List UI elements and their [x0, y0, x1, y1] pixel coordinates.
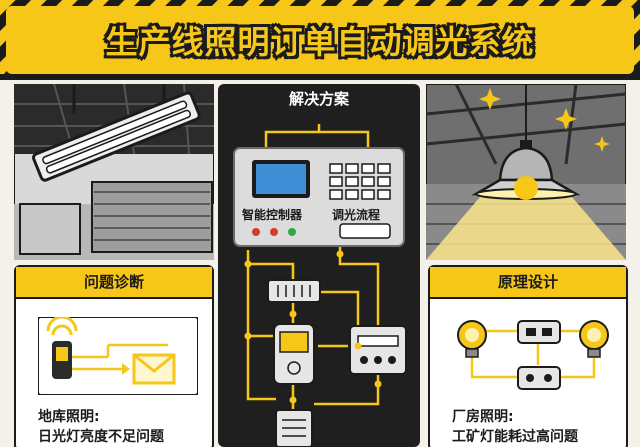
solution-heading: 解决方案 — [288, 90, 349, 108]
solution-flow-diagram — [233, 124, 407, 447]
high-bay-lamp-icon — [498, 146, 554, 182]
page-title-wrap: 生产线照明订单自动调光系统 — [0, 0, 640, 80]
dimmer-panel-icon — [349, 325, 407, 375]
wifi-icon — [46, 317, 78, 332]
factory-lamp-illustration — [426, 84, 626, 260]
solution-panel: 解决方案 — [218, 84, 420, 447]
relay-module-icon — [517, 366, 561, 390]
left-caption-line1: 地库照明: — [38, 409, 100, 425]
switch-module-icon — [517, 320, 561, 344]
red-indicator-icon — [252, 228, 260, 236]
light-beam — [426, 190, 626, 260]
title-bar: 生产线照明订单自动调光系统 — [0, 0, 640, 80]
principle-design-heading: 原理设计 — [430, 267, 626, 299]
controller-label: 智能控制器 — [242, 208, 303, 222]
left-caption-line2: 日光灯亮度不足问题 — [38, 429, 164, 445]
right-caption-line1: 厂房照明: — [452, 409, 514, 425]
problem-diagnosis-card: 问题诊断 地库照明: 日光灯亮度不足问题 — [14, 265, 214, 447]
problem-diagnosis-heading: 问题诊断 — [16, 267, 212, 299]
page-title: 生产线照明订单自动调光系统 — [103, 21, 536, 64]
sensor-diagram — [38, 317, 198, 395]
right-caption-line2: 工矿灯能耗过高问题 — [452, 429, 578, 445]
garage-lamp-illustration — [14, 84, 214, 260]
sparkle-icon — [479, 88, 610, 152]
principle-design-card: 原理设计 厂房照明: 工矿灯能耗过高问题 — [428, 265, 628, 447]
hazard-stripes — [0, 0, 640, 80]
green-indicator-icon — [288, 228, 296, 236]
principle-diagram — [457, 320, 609, 390]
flow-label: 调光流程 — [332, 208, 381, 222]
